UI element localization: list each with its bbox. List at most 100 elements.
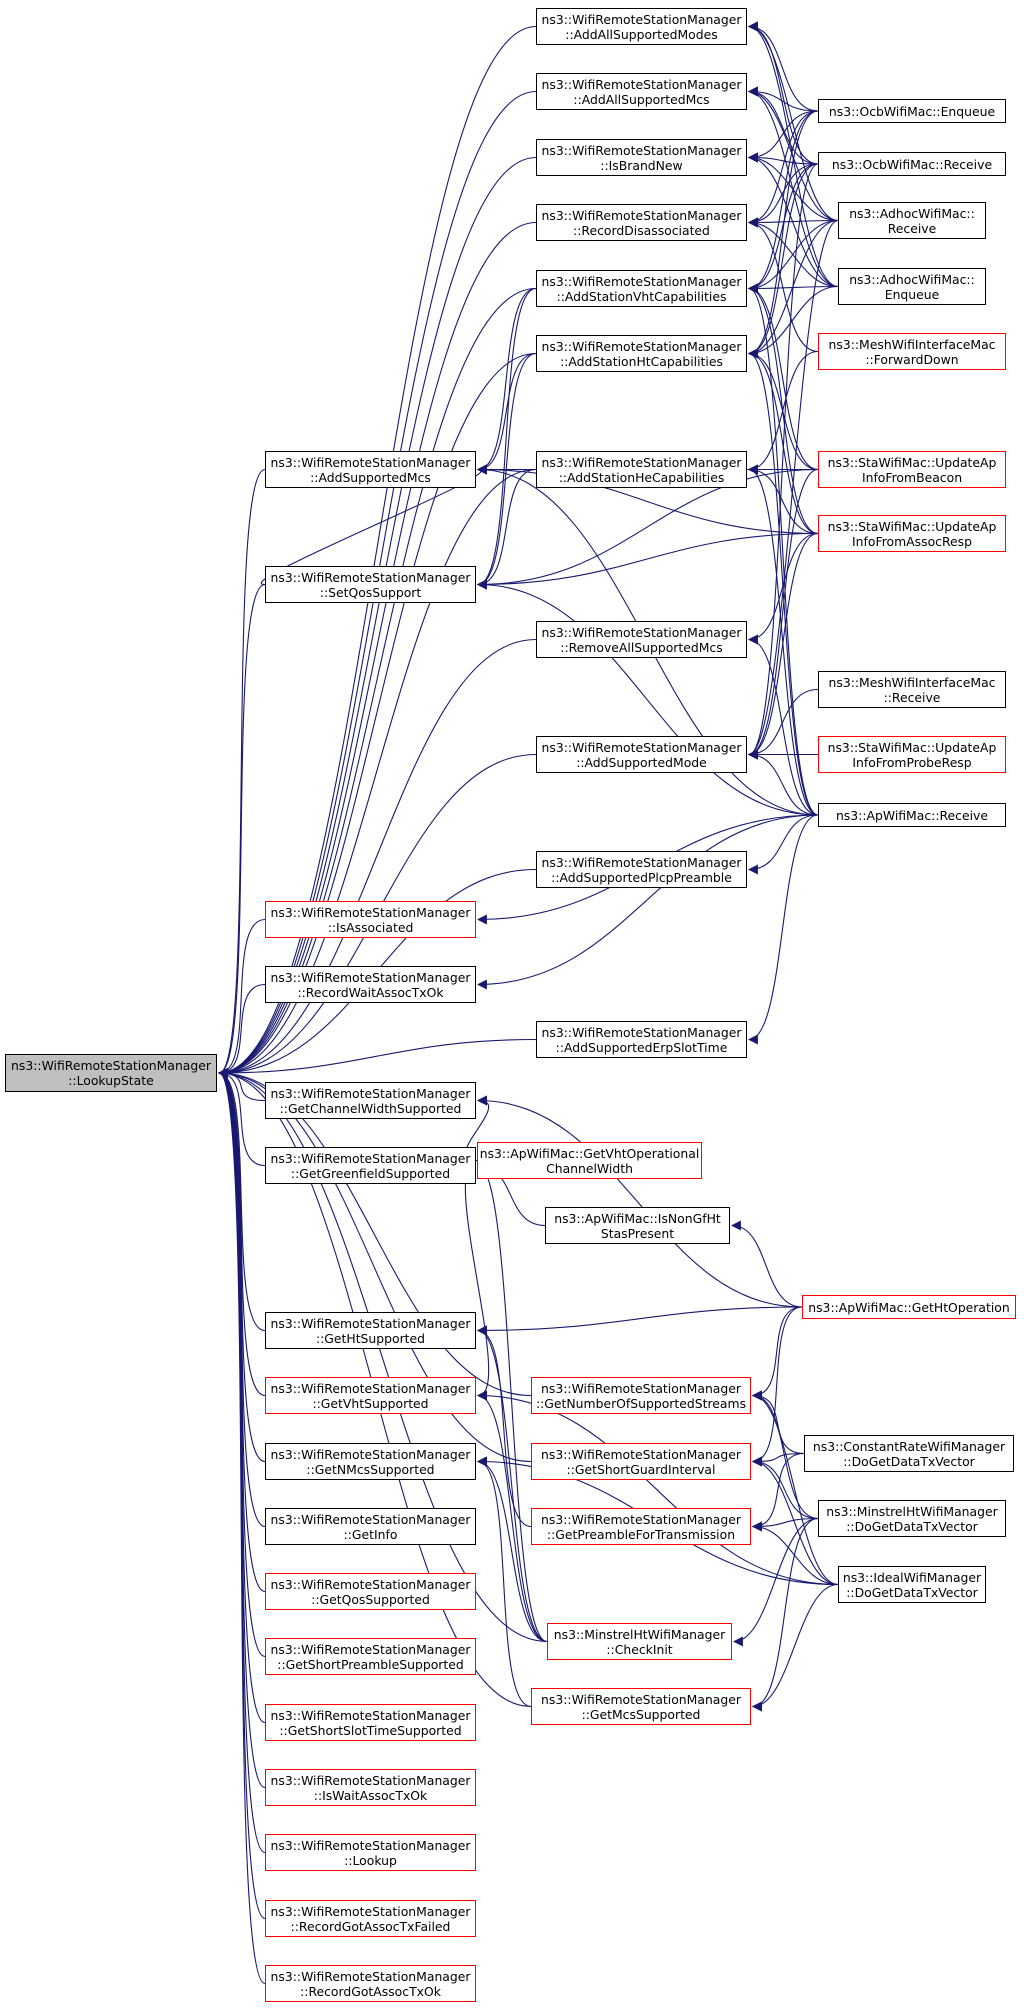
call-edge (477, 287, 537, 475)
node-line-1: ns3::WifiRemoteStationManager (541, 1024, 742, 1040)
node-ideal-do-get-data-tx-vector[interactable]: ns3::IdealWifiManager::DoGetDataTxVector (838, 1566, 986, 1603)
node-add-station-he-capabilities[interactable]: ns3::WifiRemoteStationManager::AddStatio… (536, 451, 747, 488)
call-edge (752, 1452, 805, 1532)
node-line-1: ns3::WifiRemoteStationManager (270, 1837, 471, 1853)
node-adhoc-receive[interactable]: ns3::AdhocWifiMac::Receive (838, 202, 986, 239)
node-minstrel-check-init[interactable]: ns3::MinstrelHtWifiManager::CheckInit (547, 1623, 732, 1660)
node-line-2: ::ForwardDown (865, 351, 959, 367)
node-set-qos-support[interactable]: ns3::WifiRemoteStationManager::SetQosSup… (265, 566, 476, 603)
node-add-station-ht-capabilities[interactable]: ns3::WifiRemoteStationManager::AddStatio… (536, 335, 747, 372)
call-edge (218, 468, 537, 1078)
node-add-supported-plcp-preamble[interactable]: ns3::WifiRemoteStationManager::AddSuppor… (536, 851, 747, 888)
node-is-associated[interactable]: ns3::WifiRemoteStationManager::IsAssocia… (265, 901, 476, 938)
node-get-info[interactable]: ns3::WifiRemoteStationManager::GetInfo (265, 1508, 476, 1545)
node-add-supported-mcs[interactable]: ns3::WifiRemoteStationManager::AddSuppor… (265, 451, 476, 488)
node-add-supported-mode[interactable]: ns3::WifiRemoteStationManager::AddSuppor… (536, 736, 747, 773)
call-edge (218, 352, 537, 1078)
node-constant-rate-do-get-data-tx-vector[interactable]: ns3::ConstantRateWifiManager::DoGetDataT… (804, 1435, 1014, 1472)
node-line-2: ::GetNMcsSupported (306, 1461, 435, 1477)
node-get-short-slot-time-supported[interactable]: ns3::WifiRemoteStationManager::GetShortS… (265, 1704, 476, 1741)
node-record-got-assoc-tx-ok[interactable]: ns3::WifiRemoteStationManager::RecordGot… (265, 1965, 476, 2002)
node-line-1: ns3::ApWifiMac::Receive (835, 807, 989, 823)
call-edge (748, 464, 819, 535)
call-edge (218, 1038, 537, 1078)
node-line-1: ns3::WifiRemoteStationManager (270, 969, 471, 985)
node-lookup[interactable]: ns3::WifiRemoteStationManager::Lookup (265, 1834, 476, 1871)
node-record-got-assoc-tx-failed[interactable]: ns3::WifiRemoteStationManager::RecordGot… (265, 1900, 476, 1937)
node-line-1: ns3::WifiRemoteStationManager (270, 1707, 471, 1723)
call-edge (477, 814, 819, 990)
node-line-2: InfoFromProbeResp (852, 754, 972, 770)
call-edge (477, 1160, 548, 1643)
node-line-2: ::AddAllSupportedModes (565, 26, 718, 42)
node-get-short-guard-interval[interactable]: ns3::WifiRemoteStationManager::GetShortG… (531, 1443, 751, 1480)
node-line-2: ::GetHtSupported (315, 1330, 426, 1346)
node-get-mcs-supported[interactable]: ns3::WifiRemoteStationManager::GetMcsSup… (531, 1688, 751, 1725)
node-line-1: ns3::WifiRemoteStationManager (541, 1511, 741, 1527)
call-edge (477, 464, 819, 535)
node-line-1: ns3::StaWifiMac::UpdateAp (827, 454, 997, 470)
node-get-qos-supported[interactable]: ns3::WifiRemoteStationManager::GetQosSup… (265, 1573, 476, 1610)
node-get-channel-width-supported[interactable]: ns3::WifiRemoteStationManager::GetChanne… (265, 1082, 476, 1119)
call-edge (477, 287, 537, 590)
node-line-1: ns3::WifiRemoteStationManager (270, 454, 471, 470)
node-line-2: ::GetNumberOfSupportedStreams (535, 1395, 747, 1411)
call-edge (748, 285, 839, 359)
call-edge (748, 634, 819, 816)
node-get-ht-supported[interactable]: ns3::WifiRemoteStationManager::GetHtSupp… (265, 1312, 476, 1349)
node-line-2: ::DoGetDataTxVector (846, 1584, 978, 1600)
node-line-1: ns3::WifiRemoteStationManager (541, 207, 742, 223)
node-adhoc-enqueue[interactable]: ns3::AdhocWifiMac::Enqueue (838, 268, 986, 305)
node-line-2: ::DoGetDataTxVector (843, 1453, 975, 1469)
node-is-brand-new[interactable]: ns3::WifiRemoteStationManager::IsBrandNe… (536, 139, 747, 176)
node-get-nmcs-supported[interactable]: ns3::WifiRemoteStationManager::GetNMcsSu… (265, 1443, 476, 1480)
node-line-2: ::RecordGotAssocTxOk (300, 1983, 441, 1999)
node-minstrel-do-get-data-tx-vector[interactable]: ns3::MinstrelHtWifiManager::DoGetDataTxV… (818, 1500, 1006, 1537)
node-ap-receive[interactable]: ns3::ApWifiMac::Receive (818, 803, 1006, 827)
call-edge (748, 283, 819, 816)
node-ocb-enqueue[interactable]: ns3::OcbWifiMac::Enqueue (818, 99, 1006, 123)
node-line-1: ns3::WifiRemoteStationManager (541, 854, 742, 870)
node-add-all-supported-mcs[interactable]: ns3::WifiRemoteStationManager::AddAllSup… (536, 73, 747, 110)
node-ap-get-ht-operation[interactable]: ns3::ApWifiMac::GetHtOperation (802, 1295, 1016, 1319)
node-add-all-supported-modes[interactable]: ns3::WifiRemoteStationManager::AddAllSup… (536, 8, 747, 45)
node-line-1: ns3::WifiRemoteStationManager (270, 1380, 471, 1396)
call-edge (748, 21, 819, 165)
node-get-preamble-for-transmission[interactable]: ns3::WifiRemoteStationManager::GetPreamb… (531, 1508, 751, 1545)
call-edge (477, 1306, 803, 1336)
node-record-disassociated[interactable]: ns3::WifiRemoteStationManager::RecordDis… (536, 204, 747, 241)
call-edge (748, 163, 819, 359)
node-line-1: ns3::WifiRemoteStationManager (541, 454, 742, 470)
call-edge (477, 352, 537, 590)
node-add-supported-erp-slot-time[interactable]: ns3::WifiRemoteStationManager::AddSuppor… (536, 1021, 747, 1058)
call-edge (218, 583, 266, 1078)
node-add-station-vht-capabilities[interactable]: ns3::WifiRemoteStationManager::AddStatio… (536, 270, 747, 307)
node-mesh-receive[interactable]: ns3::MeshWifiInterfaceMac::Receive (818, 671, 1006, 708)
node-get-short-preamble-supported[interactable]: ns3::WifiRemoteStationManager::GetShortP… (265, 1638, 476, 1675)
call-edge (752, 1517, 819, 1712)
node-line-2: ::CheckInit (606, 1641, 673, 1657)
call-edge (477, 468, 537, 590)
node-line-1: ns3::MinstrelHtWifiManager (553, 1626, 726, 1642)
call-edge (477, 1325, 532, 1528)
call-edge (748, 163, 819, 294)
node-get-vht-supported[interactable]: ns3::WifiRemoteStationManager::GetVhtSup… (265, 1377, 476, 1414)
node-line-2: ::AddStationHeCapabilities (558, 469, 725, 485)
node-remove-all-supported-mcs[interactable]: ns3::WifiRemoteStationManager::RemoveAll… (536, 621, 747, 658)
node-line-1: ns3::AdhocWifiMac:: (849, 271, 975, 287)
node-mesh-forward-down[interactable]: ns3::MeshWifiInterfaceMac::ForwardDown (818, 333, 1006, 370)
node-get-number-of-supported-streams[interactable]: ns3::WifiRemoteStationManager::GetNumber… (531, 1377, 751, 1414)
node-line-2: ::AddSupportedErpSlotTime (555, 1039, 728, 1055)
node-record-wait-assoc-tx-ok[interactable]: ns3::WifiRemoteStationManager::RecordWai… (265, 966, 476, 1003)
node-line-2: ::GetMcsSupported (581, 1706, 701, 1722)
node-get-greenfield-supported[interactable]: ns3::WifiRemoteStationManager::GetGreenf… (265, 1147, 476, 1184)
node-is-wait-assoc-tx-ok[interactable]: ns3::WifiRemoteStationManager::IsWaitAss… (265, 1769, 476, 1806)
node-ocb-receive[interactable]: ns3::OcbWifiMac::Receive (818, 152, 1006, 176)
call-edge (218, 156, 537, 1078)
